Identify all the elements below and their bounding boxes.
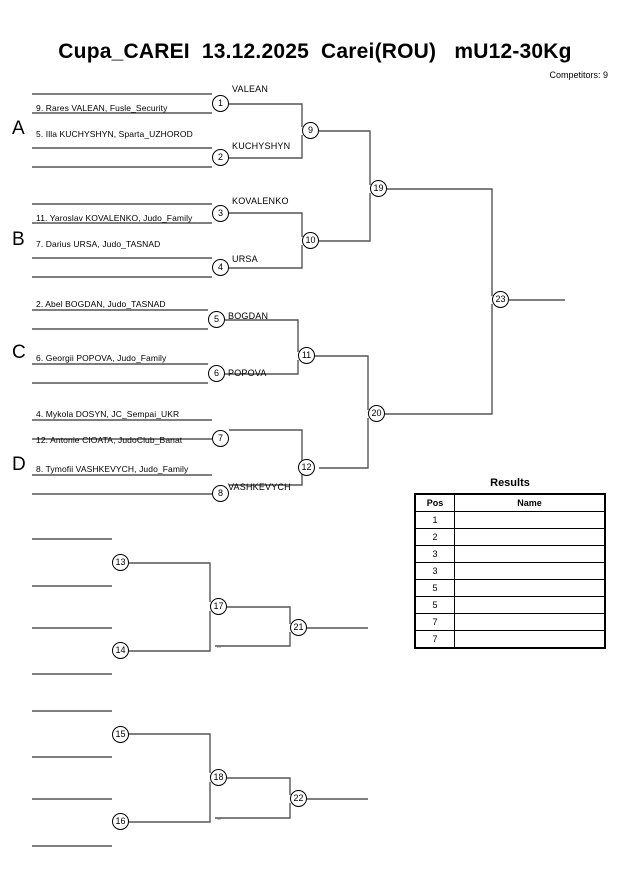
table-row[interactable]: 7 [414, 613, 606, 631]
table-row[interactable]: 3 [414, 545, 606, 563]
bout-number-16[interactable]: 16 [112, 813, 129, 830]
bout-number-8[interactable]: 8 [212, 485, 229, 502]
result-name[interactable] [454, 630, 606, 649]
results-header-row: Pos Name [414, 493, 606, 512]
bout-number-17[interactable]: 17 [210, 598, 227, 615]
bout-winner-6: POPOVA [228, 368, 267, 378]
group-label-b: B [12, 229, 25, 250]
bout-number-4[interactable]: 4 [212, 259, 229, 276]
result-name[interactable] [454, 511, 606, 529]
entry-name: 11. Yaroslav KOVALENKO, Judo_Family [36, 213, 193, 223]
result-name[interactable] [454, 545, 606, 563]
result-pos: 2 [414, 528, 455, 546]
bout-winner-4: URSA [232, 254, 258, 264]
bout-number-12[interactable]: 12 [298, 459, 315, 476]
bout-number-2[interactable]: 2 [212, 149, 229, 166]
result-name[interactable] [454, 596, 606, 614]
entry-name: 2. Abel BOGDAN, Judo_TASNAD [36, 299, 166, 309]
bout-number-3[interactable]: 3 [212, 205, 229, 222]
bout-number-5[interactable]: 5 [208, 311, 225, 328]
bout-number-20[interactable]: 20 [368, 405, 385, 422]
bout-number-21[interactable]: 21 [290, 619, 307, 636]
result-pos: 7 [414, 613, 455, 631]
table-row[interactable]: 2 [414, 528, 606, 546]
result-pos: 5 [414, 596, 455, 614]
table-row[interactable]: 1 [414, 511, 606, 529]
results-title: Results [490, 477, 530, 489]
feed-mark: 20 [217, 645, 221, 649]
bout-winner-8: VASHKEVYCH [228, 482, 291, 492]
result-name[interactable] [454, 562, 606, 580]
feed-mark: 19 [217, 817, 221, 821]
bout-number-14[interactable]: 14 [112, 642, 129, 659]
result-pos: 3 [414, 545, 455, 563]
result-pos: 3 [414, 562, 455, 580]
bout-number-11[interactable]: 11 [298, 347, 315, 364]
bout-number-9[interactable]: 9 [302, 122, 319, 139]
entry-name: 7. Darius URSA, Judo_TASNAD [36, 239, 161, 249]
bout-number-13[interactable]: 13 [112, 554, 129, 571]
result-name[interactable] [454, 579, 606, 597]
result-name[interactable] [454, 528, 606, 546]
bout-winner-2: KUCHYSHYN [232, 141, 291, 151]
bout-winner-1: VALEAN [232, 84, 269, 94]
results-col-name: Name [454, 493, 606, 512]
group-label-a: A [12, 118, 25, 139]
results-panel: Results Pos Name 1 2 3 [414, 477, 606, 649]
bout-number-15[interactable]: 15 [112, 726, 129, 743]
competitors-count: Competitors: 9 [549, 70, 608, 80]
table-row[interactable]: 5 [414, 596, 606, 614]
bout-number-10[interactable]: 10 [302, 232, 319, 249]
result-name[interactable] [454, 613, 606, 631]
bout-winner-3: KOVALENKO [232, 196, 289, 206]
page-title: Cupa_CAREI 13.12.2025 Carei(ROU) mU12-30… [58, 40, 572, 63]
table-row[interactable]: 5 [414, 579, 606, 597]
bout-number-22[interactable]: 22 [290, 790, 307, 807]
group-label-c: C [12, 342, 26, 363]
entry-name: 5. Illa KUCHYSHYN, Sparta_UZHOROD [36, 129, 193, 139]
bout-number-18[interactable]: 18 [210, 769, 227, 786]
entry-name: 4. Mykola DOSYN, JC_Sempai_UKR [36, 409, 180, 419]
bout-number-7[interactable]: 7 [212, 430, 229, 447]
table-row[interactable]: 7 [414, 630, 606, 649]
bout-number-6[interactable]: 6 [208, 365, 225, 382]
entry-name: 12. Antonie CIOATA, JudoClub_Banat [36, 435, 183, 445]
entry-name: 6. Georgii POPOVA, Judo_Family [36, 353, 167, 363]
bout-number-19[interactable]: 19 [370, 180, 387, 197]
bout-number-1[interactable]: 1 [212, 95, 229, 112]
table-row[interactable]: 3 [414, 562, 606, 580]
results-col-pos: Pos [414, 493, 455, 512]
entry-name: 8. Tymofii VASHKEVYCH, Judo_Family [36, 464, 189, 474]
result-pos: 5 [414, 579, 455, 597]
bout-winner-5: BOGDAN [228, 311, 269, 321]
group-label-d: D [12, 454, 26, 475]
bout-number-23[interactable]: 23 [492, 291, 509, 308]
result-pos: 1 [414, 511, 455, 529]
results-table: Pos Name 1 2 3 3 [414, 493, 606, 649]
entry-name: 9. Rares VALEAN, Fusle_Security [36, 103, 168, 113]
result-pos: 7 [414, 630, 455, 649]
